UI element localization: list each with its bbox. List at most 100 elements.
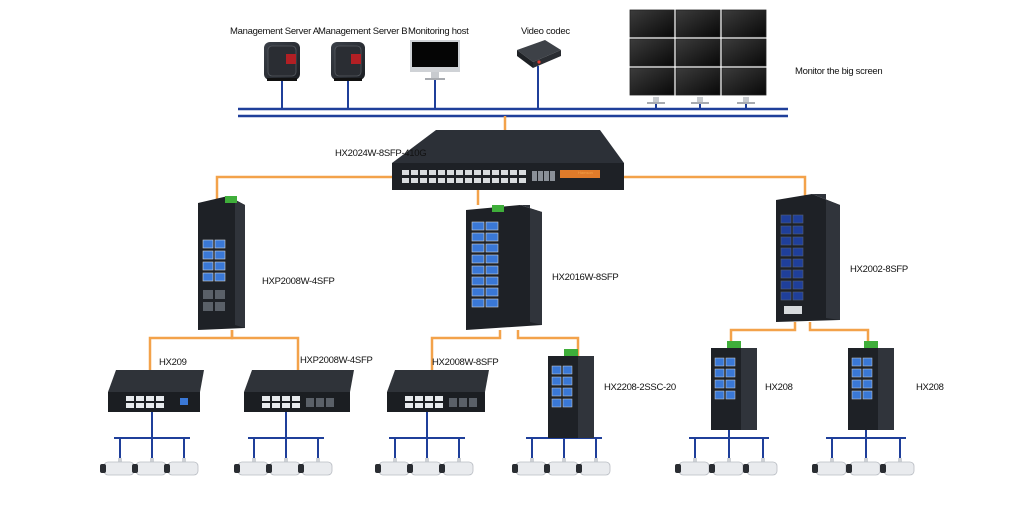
edge-switch-port <box>126 396 134 401</box>
camera-lens <box>743 464 749 473</box>
sfp-slot <box>780 291 792 301</box>
camera-lens <box>234 464 240 473</box>
terminal-block <box>864 341 878 348</box>
switch-port <box>485 265 499 275</box>
management-server-b <box>331 42 365 81</box>
edge-switch-port <box>272 403 280 408</box>
camera-lens <box>164 464 170 473</box>
label-switch-left: HXP2008W-4SFP <box>262 276 335 287</box>
switch-port <box>714 390 725 400</box>
edge-switch-port <box>405 396 413 401</box>
core-switch-port <box>456 178 463 183</box>
camera-mount <box>530 458 534 464</box>
video-wall-screen <box>721 67 767 96</box>
camera-body <box>269 461 301 476</box>
sfp-slot <box>780 214 792 224</box>
edge-switch-port <box>262 396 270 401</box>
sfp-slot <box>459 398 467 407</box>
camera-lens <box>512 464 518 473</box>
core-switch-port <box>447 178 454 183</box>
switch-port <box>485 232 499 242</box>
camera-lens <box>709 464 715 473</box>
sfp-slot <box>792 236 804 246</box>
core-switch-port <box>411 178 418 183</box>
edge-switch-front <box>244 392 350 412</box>
sfp-slot <box>306 398 314 407</box>
core-switch-sfp-slot <box>550 171 555 181</box>
core-switch-port <box>402 178 409 183</box>
sfp-slot <box>792 247 804 257</box>
switch-port <box>862 379 873 389</box>
camera-body <box>410 461 442 476</box>
label-switch-center: HX2016W-8SFP <box>552 272 619 283</box>
label-edge-5: HX208 <box>765 382 793 393</box>
core-switch-port <box>474 178 481 183</box>
edge-switch-port <box>292 403 300 408</box>
edge-switch-port <box>425 396 433 401</box>
sfp-slot <box>780 247 792 257</box>
core-switch-brand: Hamson <box>578 170 593 175</box>
edge-switch-port <box>415 396 423 401</box>
edge-switch-port <box>146 396 154 401</box>
core-switch-port <box>420 178 427 183</box>
sfp-slot <box>780 225 792 235</box>
camera-mount <box>761 458 765 464</box>
sfp-slot <box>215 290 225 299</box>
core-switch-port <box>483 170 490 175</box>
fiber-uplinks <box>148 116 870 370</box>
sfp-slot <box>792 269 804 279</box>
camera-mount <box>830 458 834 464</box>
video-wall <box>629 9 767 104</box>
core-switch-sfp-slot <box>538 171 543 181</box>
switch-port <box>202 261 214 271</box>
label-edge-6: HX208 <box>916 382 944 393</box>
core-switch <box>392 130 624 190</box>
core-switch-port <box>519 170 526 175</box>
edge-switch-port <box>156 403 164 408</box>
sfp-slot <box>780 280 792 290</box>
camera-mount <box>393 458 397 464</box>
sfp-slot <box>203 302 213 311</box>
din-switch-side <box>578 356 594 438</box>
core-switch-sfp-slot <box>544 171 549 181</box>
core-switch-sfp-slot <box>532 171 537 181</box>
core-switch-port <box>438 178 445 183</box>
camera-lens <box>675 464 681 473</box>
camera-mount <box>594 458 598 464</box>
switch-port <box>851 368 862 378</box>
core-switch-port <box>429 170 436 175</box>
edge-switch-port <box>126 403 134 408</box>
core-switch-port <box>411 170 418 175</box>
switch-port <box>551 376 562 386</box>
switch-port <box>485 298 499 308</box>
camera-mount <box>425 458 429 464</box>
switch-port <box>714 357 725 367</box>
label-core-switch: HX2024W-8SFP-410G <box>335 148 427 159</box>
camera-lens <box>544 464 550 473</box>
switch-right-hx2002 <box>776 194 840 322</box>
label-edge-3: HX2008W-8SFP <box>432 357 499 368</box>
label-management-server-b: Management Server B <box>318 26 408 37</box>
camera-body <box>135 461 167 476</box>
camera-lens <box>298 464 304 473</box>
video-wall-stand-base <box>737 102 755 104</box>
camera-lens <box>576 464 582 473</box>
sfp-slot <box>469 398 477 407</box>
core-switch-port <box>510 170 517 175</box>
edge-switch-port <box>282 403 290 408</box>
switch-center-hx2016w <box>466 205 542 330</box>
sfp-slot <box>792 214 804 224</box>
camera-body <box>815 461 847 476</box>
camera-lens <box>880 464 886 473</box>
edge-switch-port <box>272 396 280 401</box>
core-switch-port <box>519 178 526 183</box>
camera-body <box>883 461 915 476</box>
camera-body <box>442 461 474 476</box>
core-switch-port <box>501 170 508 175</box>
camera-lens <box>132 464 138 473</box>
camera-mount <box>284 458 288 464</box>
label-edge-1: HX209 <box>159 357 187 368</box>
edge-switch-uplink-port <box>180 398 188 405</box>
core-switch-port <box>420 170 427 175</box>
switch-port <box>551 398 562 408</box>
